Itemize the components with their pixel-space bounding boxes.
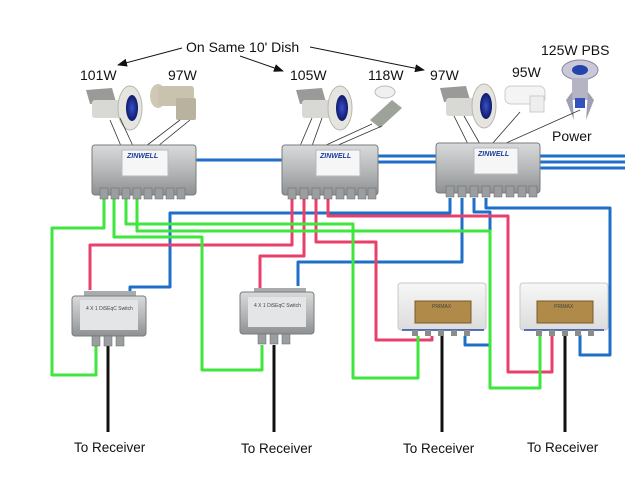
terminal-switch-1: PRIMAX [397,282,487,336]
label-118w: 118W [368,67,404,83]
terminal-switch-2: PRIMAX [519,282,609,336]
label-105w: 105W [290,67,327,83]
label-97w-left: 97W [168,67,198,83]
lnb-118w-icon [370,85,402,128]
lnb-97w-left-icon [150,84,196,120]
diseqc-switch-2: 4 X 1 DiSEqC Switch [239,288,315,345]
arrow-to-101w [117,47,183,67]
multiswitch-brand: ZINWELL [126,153,158,160]
receiver-label-4: To Receiver [527,440,599,455]
receiver-label-1: To Receiver [74,440,146,455]
label-101w: 101W [80,67,117,83]
combiner-label: 4 X 1 DiSEqC Switch [86,306,133,312]
lnb-125w-pbs-icon [561,59,599,120]
power-label: Power [552,128,592,144]
multiswitch-brand: ZINWELL [319,153,351,160]
lnb-leads [109,109,581,147]
wires-red [88,198,554,374]
label-97w-right: 97W [430,67,460,83]
diseqc-switch-1: 4 X 1 DiSEqC Switch [71,291,147,347]
combiner-label: 4 X 1 DiSEqC Switch [254,303,301,309]
multiswitch-brand: ZINWELL [477,151,509,158]
terminal-label: PRIMAX [554,304,574,310]
lnb-95w-icon [504,85,546,113]
receiver-label-3: To Receiver [403,441,475,456]
dish-title: On Same 10' Dish [186,39,299,55]
multiswitch-2: ZINWELL [281,144,379,200]
label-95w: 95W [512,64,542,80]
lnb-101w-icon [86,85,143,131]
lnb-105w-icon [296,85,353,131]
multiswitch-3: ZINWELL [435,142,541,198]
wires-green [50,198,542,390]
arrow-to-105w [239,55,284,72]
receiver-label-2: To Receiver [241,441,313,456]
multiswitch-1: ZINWELL [91,144,197,200]
lnb-97w-right-icon [440,83,497,129]
arrow-to-97w [309,46,425,73]
label-125w-pbs: 125W PBS [541,42,609,58]
wires-black [106,336,567,432]
terminal-label: PRIMAX [432,304,452,310]
